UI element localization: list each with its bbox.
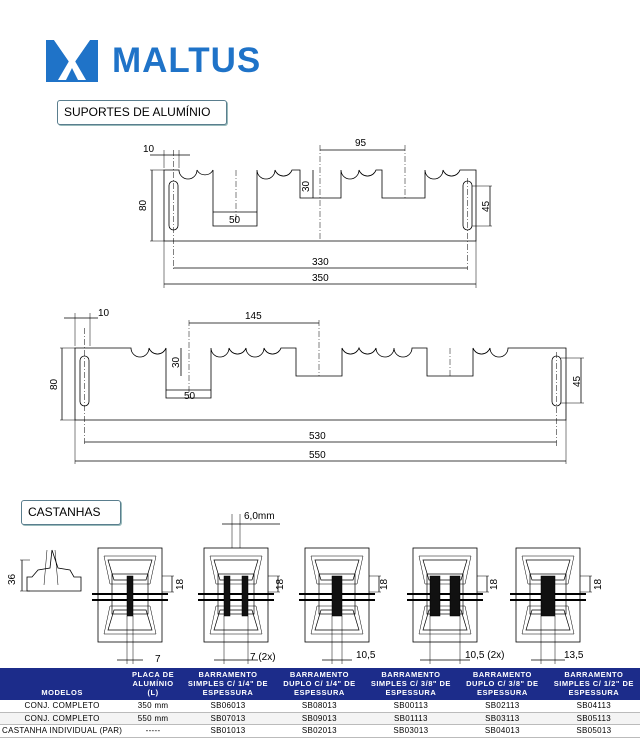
table-header-cell: BARRAMENTO SIMPLES C/ 3/8" DE ESPESSURA bbox=[364, 668, 458, 700]
dim2-80: 80 bbox=[49, 378, 60, 390]
table-cell: SB01113 bbox=[364, 712, 458, 725]
table-cell: 350 mm bbox=[124, 700, 182, 713]
dim-castanha3-18: 18 bbox=[379, 578, 390, 590]
table-cell: SB02113 bbox=[457, 700, 548, 713]
table-cell: SB08013 bbox=[274, 700, 365, 713]
dim-castanha-36: 36 bbox=[7, 573, 18, 585]
dim2-30: 30 bbox=[171, 356, 182, 368]
table-cell: CONJ. COMPLETO bbox=[0, 700, 125, 713]
table-cell: SB07013 bbox=[181, 712, 275, 725]
table-cell: CONJ. COMPLETO bbox=[0, 712, 125, 725]
table-header-cell: BARRAMENTO DUPLO C/ 3/8" DE ESPESSURA bbox=[457, 668, 548, 700]
table-header-cell: BARRAMENTO SIMPLES C/ 1/4" DE ESPESSURA bbox=[181, 668, 275, 700]
section-title-suportes: SUPORTES DE ALUMÍNIO bbox=[57, 100, 227, 125]
table-cell: SB04113 bbox=[547, 700, 640, 713]
dim1-80: 80 bbox=[138, 199, 149, 211]
table-cell: SB04013 bbox=[457, 724, 548, 738]
dim1-10: 10 bbox=[143, 144, 155, 155]
dim2-145: 145 bbox=[245, 311, 262, 322]
dim-castanha2-7x2: 7 (2x) bbox=[250, 652, 276, 663]
dim-castanha-6mm: 6,0mm bbox=[244, 511, 275, 522]
table-cell: SB03113 bbox=[457, 712, 548, 725]
dim2-45: 45 bbox=[572, 375, 583, 387]
maltus-logo bbox=[46, 40, 98, 82]
dim2-550: 550 bbox=[309, 450, 326, 461]
support-350-drawing bbox=[150, 145, 492, 288]
castanha-clamp-3 bbox=[299, 547, 381, 664]
dim-castanha5-18: 18 bbox=[593, 578, 604, 590]
table-header-cell: BARRAMENTO DUPLO C/ 1/4" DE ESPESSURA bbox=[274, 668, 365, 700]
castanha-clamp-2 bbox=[198, 547, 280, 664]
table-cell: SB01013 bbox=[181, 724, 275, 738]
table-cell: SB05013 bbox=[547, 724, 640, 738]
table-cell: SB09013 bbox=[274, 712, 365, 725]
castanha-clamp-5 bbox=[510, 547, 592, 664]
table-cell: SB05113 bbox=[547, 712, 640, 725]
table-cell: ----- bbox=[124, 724, 182, 738]
dim-castanha2-18: 18 bbox=[275, 578, 286, 590]
dim2-10: 10 bbox=[98, 308, 110, 319]
dim-castanha4-105x2: 10,5 (2x) bbox=[465, 650, 504, 661]
dim-castanha3-105: 10,5 bbox=[356, 650, 376, 661]
brand-name: MALTUS bbox=[112, 41, 262, 80]
dim-castanha1-7: 7 bbox=[155, 654, 161, 665]
dim-castanha5-135: 13,5 bbox=[564, 650, 584, 661]
table-cell: SB03013 bbox=[364, 724, 458, 738]
table-cell: CASTANHA INDIVIDUAL (PAR) bbox=[0, 724, 125, 738]
castanha-clamp-4 bbox=[407, 547, 489, 664]
dim2-530: 530 bbox=[309, 431, 326, 442]
dim-castanha1-18: 18 bbox=[175, 578, 186, 590]
technical-drawings: 10 95 80 30 50 45 330 350 10 145 80 30 5… bbox=[7, 138, 604, 665]
table-header-cell: PLACA DE ALUMÍNIO (L) bbox=[124, 668, 182, 700]
table-header-cell: MODELOS bbox=[0, 668, 125, 700]
castanha-clamp-1 bbox=[92, 547, 174, 664]
table-cell: SB06013 bbox=[181, 700, 275, 713]
castanha-side-view bbox=[20, 549, 82, 592]
dim1-95: 95 bbox=[355, 138, 367, 149]
table-cell: SB02013 bbox=[274, 724, 365, 738]
table-cell: SB00113 bbox=[364, 700, 458, 713]
dim1-50: 50 bbox=[229, 215, 241, 226]
support-550-drawing bbox=[60, 313, 584, 464]
table-cell: 550 mm bbox=[124, 712, 182, 725]
dim1-45: 45 bbox=[481, 200, 492, 212]
dim1-350: 350 bbox=[312, 273, 329, 284]
dim1-330: 330 bbox=[312, 257, 329, 268]
dim-castanha4-18: 18 bbox=[489, 578, 500, 590]
table-header-cell: BARRAMENTO SIMPLES C/ 1/2" DE ESPESSURA bbox=[547, 668, 640, 700]
dim2-50: 50 bbox=[184, 391, 196, 402]
section-title-castanhas: CASTANHAS bbox=[21, 500, 121, 525]
dim1-30: 30 bbox=[301, 180, 312, 192]
